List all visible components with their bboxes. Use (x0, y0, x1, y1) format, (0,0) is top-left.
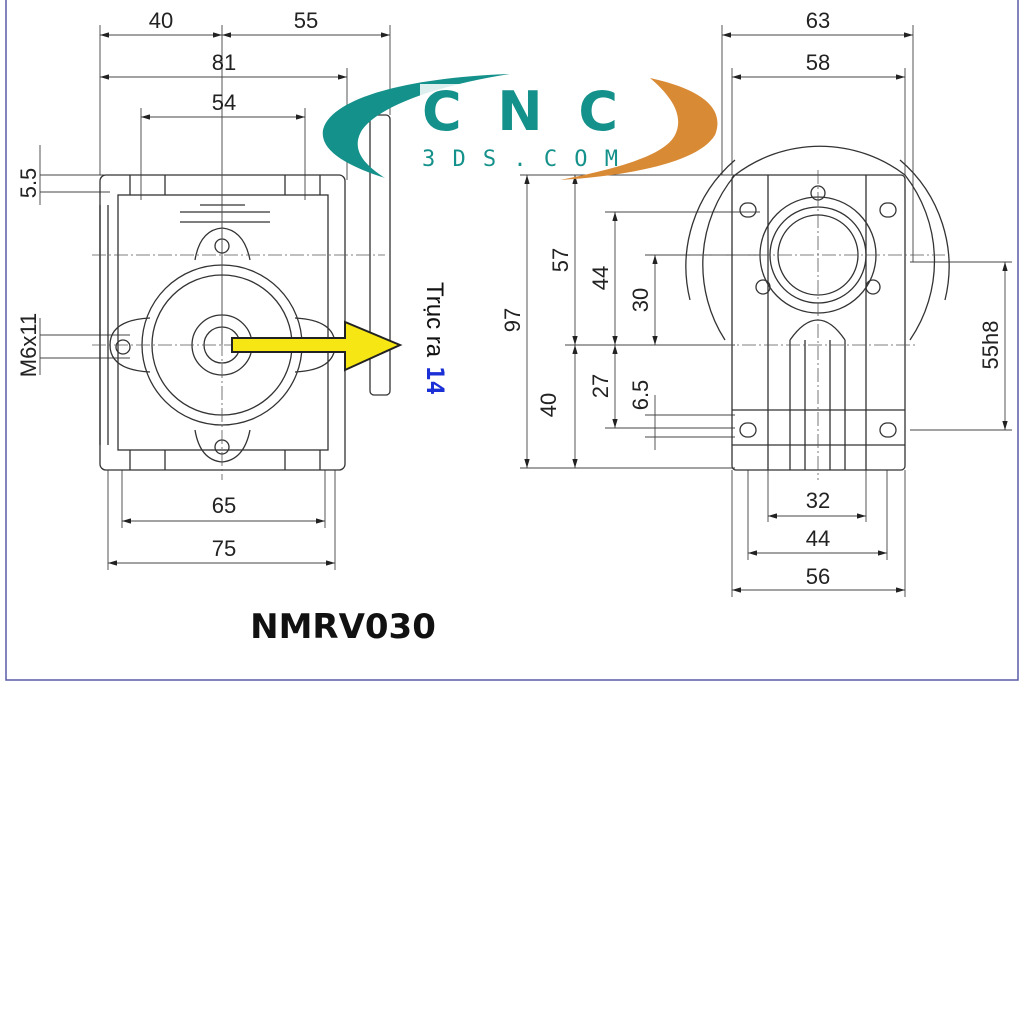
dim-label: 44 (806, 526, 830, 551)
housing-side-outline (731, 174, 906, 471)
model-title: NMRV030 (250, 607, 436, 647)
dim-label: 65 (212, 493, 236, 518)
dim-label: 44 (588, 266, 613, 290)
dim-label: 5.5 (16, 168, 41, 199)
output-shaft-annotation: Trục ra (421, 282, 448, 358)
housing-inner (117, 194, 329, 451)
dim-label: 57 (548, 248, 573, 272)
dim-label: 30 (628, 288, 653, 312)
dim-label: 6.5 (628, 380, 653, 411)
logo-sub-text: 3DS.COM (422, 147, 618, 172)
dim-label: 63 (806, 8, 830, 33)
logo-orange-swoosh (560, 78, 718, 180)
dim-label: 75 (212, 536, 236, 561)
frame-border (5, 0, 1019, 681)
dim-label: 81 (212, 50, 236, 75)
wheel-outline (702, 145, 936, 341)
left-view (39, 25, 391, 570)
logo-teal-swoosh (322, 74, 510, 178)
logo-main-text: CNC (422, 80, 618, 143)
right-view (520, 25, 1012, 597)
dim-label: 55h8 (978, 321, 1003, 370)
dim-label: 27 (588, 374, 613, 398)
dim-label: 58 (806, 50, 830, 75)
dim-label: 54 (212, 90, 236, 115)
dim-label: 56 (806, 564, 830, 589)
cnc3ds-logo: CNC 3DS.COM (322, 74, 718, 180)
dim-label: M6x11 (16, 313, 41, 377)
dim-label: 40 (536, 393, 561, 417)
dim-label: 32 (806, 488, 830, 513)
output-shaft-arrow-icon (231, 320, 403, 372)
dim-label: 97 (500, 308, 525, 332)
output-shaft-diameter: 14 (421, 366, 449, 395)
dim-label: 40 (149, 8, 173, 33)
housing-outline (99, 174, 346, 471)
dim-label: 55 (294, 8, 318, 33)
